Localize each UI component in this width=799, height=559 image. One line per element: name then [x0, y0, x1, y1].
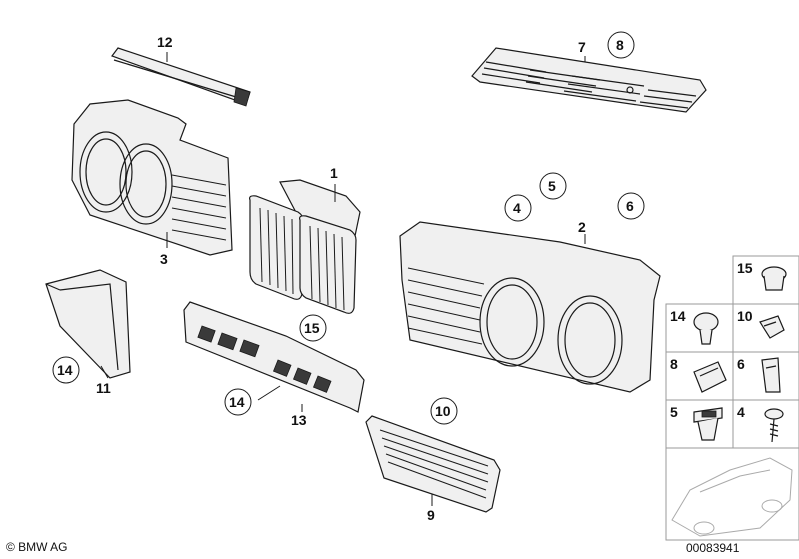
callout-1: 1 [330, 165, 338, 181]
push-clip-icon [693, 312, 719, 345]
callout-9: 9 [427, 507, 435, 523]
callout-10-center: 10 [435, 403, 451, 419]
grid-label-6: 6 [737, 356, 745, 372]
sheet-metal-clip-icon [761, 357, 781, 393]
clip-nut-icon [693, 361, 727, 393]
callout-13: 13 [291, 412, 307, 428]
side-grille-part-9 [365, 415, 501, 513]
callout-5: 5 [548, 178, 556, 194]
grid-label-5: 5 [670, 404, 678, 420]
small-parts-grid: 15 14 10 8 6 5 4 [665, 255, 799, 541]
leader-lines [100, 52, 586, 506]
callout-15-center: 15 [304, 320, 320, 336]
callout-14-center: 14 [229, 394, 245, 410]
callout-3: 3 [160, 251, 168, 267]
grid-label-4: 4 [737, 404, 745, 420]
grommet-icon [761, 266, 787, 291]
spring-clip-icon [759, 315, 785, 339]
grid-label-10: 10 [737, 308, 753, 324]
callout-7: 7 [578, 39, 586, 55]
copyright-text: © BMW AG [6, 540, 68, 554]
grid-label-8: 8 [670, 356, 678, 372]
panel-grille-part-7 [471, 47, 707, 113]
lower-grille-part-13 [183, 301, 365, 413]
kidney-grille-part-1 [249, 179, 361, 314]
callout-6: 6 [626, 198, 634, 214]
left-headlight-frame-part-3 [71, 99, 233, 256]
callout-4: 4 [513, 200, 521, 216]
expansion-nut-icon [693, 407, 723, 441]
callout-2: 2 [578, 219, 586, 235]
grid-label-15: 15 [737, 260, 753, 276]
callout-14-left: 14 [57, 362, 73, 378]
callouts: 12 7 8 1 5 4 6 2 3 15 14 11 14 13 10 9 [52, 31, 645, 523]
image-number: 00083941 [686, 541, 740, 555]
callout-8: 8 [616, 37, 624, 53]
seal-strip-part-12 [111, 47, 251, 107]
callout-11: 11 [96, 380, 111, 396]
callout-12: 12 [157, 34, 173, 50]
air-duct-part-11 [45, 269, 131, 379]
right-headlight-frame-part-2 [399, 221, 661, 393]
car-silhouette-icon [671, 457, 793, 537]
grid-label-14: 14 [670, 308, 686, 324]
screw-icon [764, 408, 784, 443]
